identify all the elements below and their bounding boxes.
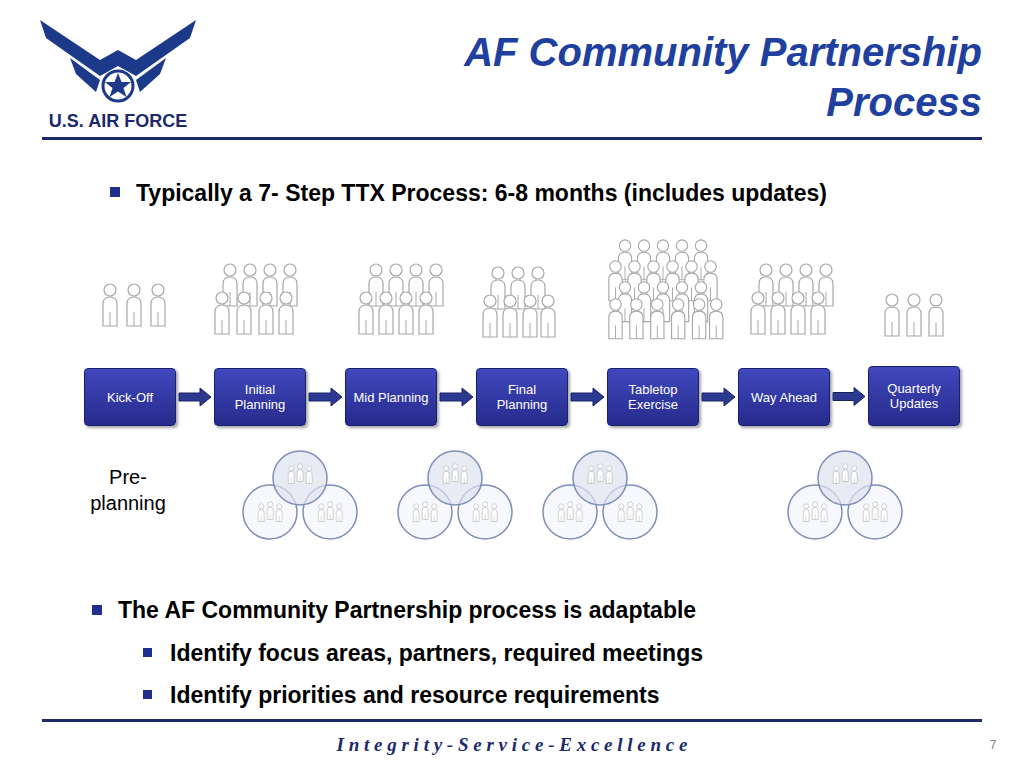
bullet-text: Pre- planning [72, 464, 184, 516]
people-group [483, 267, 555, 337]
process-label: Mid Planning [353, 390, 428, 405]
person [151, 284, 165, 326]
person [379, 292, 393, 334]
process-label: Kick-Off [107, 390, 153, 405]
person [609, 299, 622, 339]
person [127, 284, 141, 326]
process-box: Mid Planning [345, 368, 437, 426]
process-box: Final Planning [476, 368, 568, 426]
person [630, 299, 643, 339]
person [692, 299, 705, 339]
person [419, 292, 433, 334]
people-group [885, 294, 943, 336]
person [483, 295, 497, 337]
bullet-square [143, 690, 152, 699]
flow-arrow [440, 388, 473, 406]
page-number: 7 [978, 737, 1008, 753]
logo-circle [103, 71, 133, 101]
person [694, 240, 707, 280]
flow-arrow [833, 388, 865, 406]
process-box: Tabletop Exercise [607, 368, 699, 426]
person [647, 261, 660, 301]
footer-rule [42, 719, 982, 722]
person [541, 295, 555, 337]
slide-title: AF Community Partnership Process [340, 27, 982, 127]
people-group [215, 264, 297, 334]
bullet-text: Identify focus areas, partners, required… [170, 638, 970, 668]
people-group [609, 240, 723, 339]
header-rule [42, 137, 982, 140]
process-label: Tabletop Exercise [613, 382, 693, 412]
logo-wing-lower [70, 58, 100, 92]
person [399, 292, 413, 334]
flow-arrow [702, 388, 735, 406]
person [651, 299, 664, 339]
bullet-square [92, 605, 102, 615]
process-label: Way Ahead [751, 390, 817, 405]
bullet-text: The AF Community Partnership process is … [118, 595, 948, 625]
person [751, 292, 765, 334]
person [656, 240, 669, 280]
person [259, 292, 273, 334]
venn-group [398, 451, 512, 539]
process-box: Way Ahead [738, 368, 830, 426]
bullet-text: Identify priorities and resource require… [170, 680, 970, 710]
process-box: Kick-Off [84, 368, 176, 426]
person [637, 240, 650, 280]
person [791, 292, 805, 334]
person [215, 292, 229, 334]
logo-wing-lower [136, 58, 166, 92]
person [672, 299, 685, 339]
person [811, 292, 825, 334]
process-box: Initial Planning [214, 368, 306, 426]
people-group [751, 264, 833, 334]
person [704, 261, 717, 301]
person [710, 299, 723, 339]
person [628, 261, 641, 301]
venn-group [243, 451, 357, 539]
person [675, 240, 688, 280]
logo-wordmark: U.S. AIR FORCE [36, 110, 200, 132]
person [609, 261, 622, 301]
person [618, 240, 631, 280]
person [503, 295, 517, 337]
person [771, 292, 785, 334]
venn-group [788, 451, 902, 539]
person [907, 294, 921, 336]
person [279, 292, 293, 334]
people-group [359, 264, 443, 334]
bullet-square [143, 648, 152, 657]
footer-motto: I n t e g r i t y - S e r v i c e - E x … [232, 733, 792, 757]
person [685, 261, 698, 301]
flow-arrow [179, 388, 211, 406]
person [929, 294, 943, 336]
person [885, 294, 899, 336]
logo-wings [40, 20, 196, 76]
flow-arrow [571, 388, 604, 406]
person [523, 295, 537, 337]
flow-arrow [309, 388, 342, 406]
people-group [103, 284, 165, 326]
process-label: Initial Planning [220, 382, 300, 412]
person [103, 284, 117, 326]
logo-star [105, 73, 131, 97]
bullet-square [110, 187, 120, 197]
air-force-logo [40, 20, 196, 101]
process-label: Quarterly Updates [874, 381, 954, 411]
process-label: Final Planning [482, 382, 562, 412]
bullet-text: Typically a 7- Step TTX Process: 6-8 mon… [136, 176, 886, 210]
person [237, 292, 251, 334]
person [666, 261, 679, 301]
venn-group [543, 451, 657, 539]
person [359, 292, 373, 334]
process-box: Quarterly Updates [868, 366, 960, 426]
